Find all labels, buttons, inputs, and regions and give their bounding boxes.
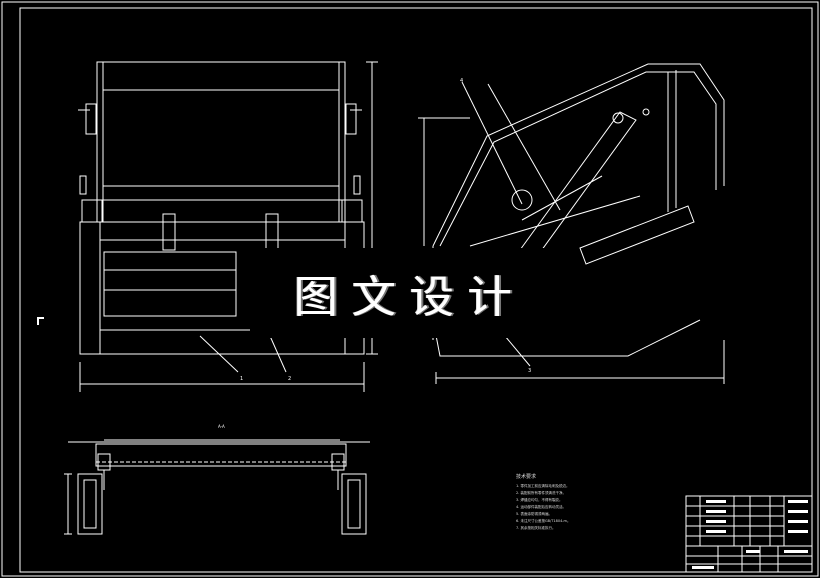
notes-line: 7. 其余按相关标准执行。 — [516, 526, 556, 530]
title-block — [685, 495, 813, 573]
technical-notes: 技术要求 1. 零件加工前应清除毛刺及锐边。 2. 装配前所有零件须清洗干净。 … — [516, 474, 681, 532]
side-view — [418, 63, 725, 384]
notes-line: 5. 表面涂防锈漆两遍。 — [516, 512, 552, 516]
section-view — [64, 439, 370, 535]
sheet-border-inner — [19, 7, 813, 573]
balloon-1: 1 — [240, 376, 243, 382]
notes-line: 2. 装配前所有零件须清洗干净。 — [516, 491, 566, 495]
balloon-4: 4 — [460, 78, 463, 84]
notes-line: 6. 未注尺寸公差按GB/T1804-m。 — [516, 519, 571, 523]
notes-line: 4. 运动部件装配后应转动灵活。 — [516, 505, 566, 509]
corner-mark — [37, 317, 44, 325]
balloon-2: 2 — [288, 376, 291, 382]
notes-line: 1. 零件加工前应清除毛刺及锐边。 — [516, 484, 570, 488]
notes-line: 3. 焊缝应均匀，不得有裂纹。 — [516, 498, 563, 502]
watermark-text: 图文设计 — [294, 272, 526, 323]
front-view — [78, 61, 378, 392]
section-label: A-A — [218, 424, 225, 429]
watermark-banner: 图文设计 — [250, 248, 570, 338]
notes-title: 技术要求 — [516, 474, 537, 480]
balloon-3: 3 — [528, 368, 531, 374]
